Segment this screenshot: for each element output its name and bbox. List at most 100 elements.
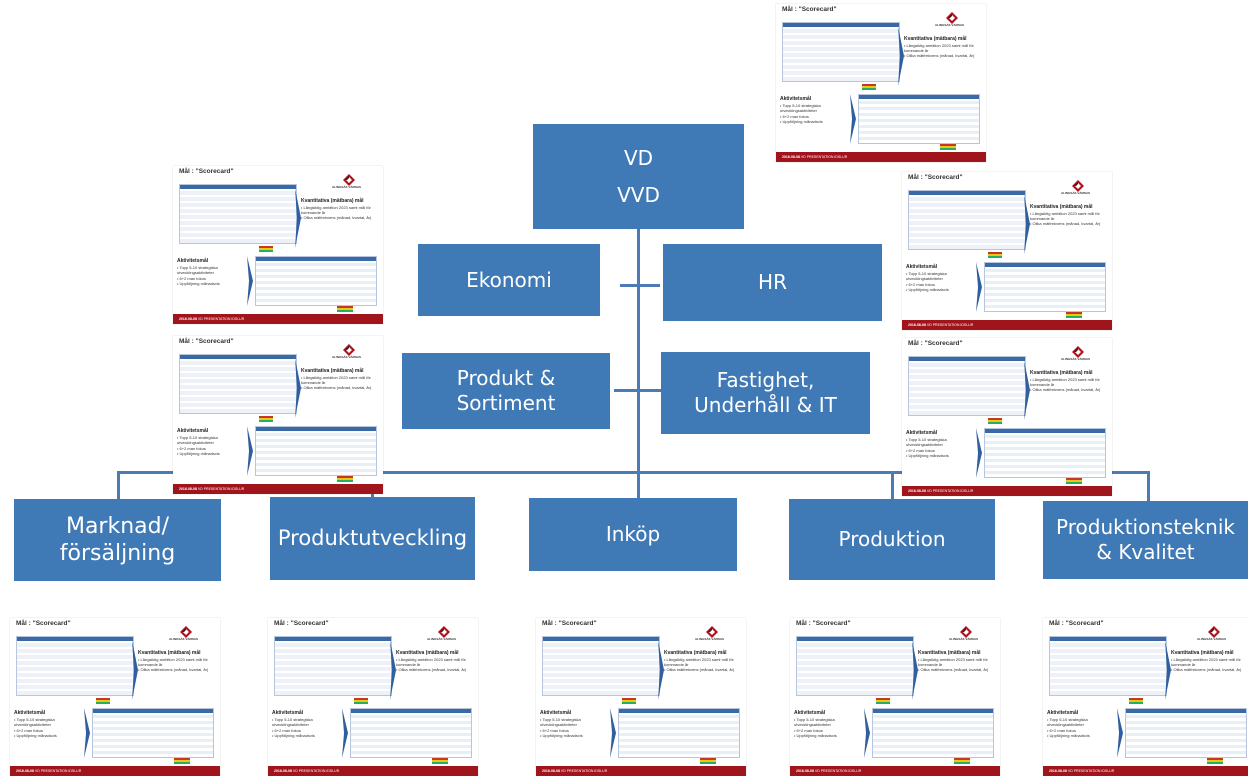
bracket-icon [390, 640, 396, 700]
bracket-icon [247, 256, 253, 306]
status-colors-icon [954, 758, 970, 764]
company-logo-icon [706, 626, 718, 638]
quant-goal-item: • Olika mätfrekvens (månad, kvartal, år) [918, 667, 989, 673]
company-logo-icon [1208, 626, 1220, 638]
connector-drop-produktionsteknik [1147, 471, 1150, 501]
quant-goals-list: • Långsiktig ambition 2023 samt mål för … [1030, 377, 1110, 393]
bracket-icon [850, 94, 856, 144]
activity-goal-item: • 6+2 man fokus [540, 727, 569, 733]
org-box-vd: VD VVD [533, 124, 744, 229]
vvd-label: VVD [617, 182, 660, 207]
logo-text: ALINGSÅS VÄRNAS [168, 637, 198, 641]
footer-text: VD PRESENTATION IDSLUR [34, 769, 82, 773]
quant-goals-list: • Långsiktig ambition 2023 samt mål för … [138, 657, 218, 673]
company-logo-icon [1072, 346, 1084, 358]
bracket-icon [610, 708, 616, 758]
status-colors-icon [259, 246, 273, 252]
quant-goal-item: • Långsiktig ambition 2023 samt mål för … [904, 43, 974, 54]
scorecard-thumbnail: Mål : "Scorecard" ALINGSÅS VÄRNAS Kvanti… [10, 618, 220, 776]
thumbnail-footer: 2016-08-08 VD PRESENTATION IDSLUR [536, 766, 746, 776]
bracket-icon [295, 358, 301, 418]
activity-goal-item: • Uppföljning månadsvis [780, 119, 823, 125]
thumbnail-footer: 2016-08-08 VD PRESENTATION IDSLUR [10, 766, 220, 776]
footer-text: VD PRESENTATION IDSLUR [197, 317, 245, 321]
footer-text: VD PRESENTATION IDSLUR [292, 769, 340, 773]
activity-goal-item: • 6+2 man fokus [906, 447, 935, 453]
activity-goal-item: • Topp 5-10 strategiska utvecklingsaktiv… [1047, 717, 1088, 728]
thumbnail-footer: 2016-08-08 VD PRESENTATION IDSLUR [902, 486, 1112, 496]
thumbnail-title: Mål : "Scorecard" [796, 620, 851, 627]
thumbnail-footer: 2016-08-08 VD PRESENTATION IDSLUR [1043, 766, 1248, 776]
activity-goals-title: Aktivitetsmål [1047, 710, 1079, 716]
thumbnail-footer: 2016-08-08 VD PRESENTATION IDSLUR [902, 320, 1112, 330]
activity-goal-item: • Topp 5-10 strategiska utvecklingsaktiv… [272, 717, 313, 728]
quant-goal-item: • Långsiktig ambition 2023 samt mål för … [1030, 211, 1100, 222]
activity-goals-list: • Topp 5-10 strategiska utvecklingsaktiv… [1047, 717, 1117, 739]
footer-date: 2016-08-08 [542, 769, 560, 773]
company-logo-icon [960, 626, 972, 638]
status-colors-icon [337, 476, 353, 482]
logo-text: ALINGSÅS VÄRNAS [1060, 191, 1090, 195]
footer-date: 2016-08-08 [16, 769, 34, 773]
scorecard-table [542, 636, 660, 696]
activity-goals-title: Aktivitetsmål [780, 96, 812, 102]
logo-text: ALINGSÅS VÄRNAS [331, 355, 361, 359]
quant-goal-item: • Långsiktig ambition 2023 samt mål för … [918, 657, 988, 668]
bracket-icon [864, 708, 870, 758]
quant-goal-item: • Olika mätfrekvens (månad, kvartal, år) [904, 53, 975, 59]
bracket-icon [1117, 708, 1123, 758]
quant-goal-item: • Långsiktig ambition 2023 samt mål för … [1171, 657, 1241, 668]
thumbnail-footer: 2016-08-08 VD PRESENTATION IDSLUR [268, 766, 478, 776]
activity-goal-item: • 6+2 man fokus [906, 281, 935, 287]
scorecard-table [1049, 636, 1167, 696]
bracket-icon [912, 640, 918, 700]
activity-table [984, 262, 1106, 312]
thumbnail-footer: 2016-08-08 VD PRESENTATION IDSLUR [173, 314, 383, 324]
footer-date: 2016-08-08 [274, 769, 292, 773]
scorecard-thumbnail: Mål : "Scorecard" ALINGSÅS VÄRNAS Kvanti… [173, 166, 383, 324]
quant-goals-title: Kvantitativa (mätbara) mål [904, 36, 967, 42]
thumbnail-title: Mål : "Scorecard" [542, 620, 597, 627]
status-colors-icon [174, 758, 190, 764]
quant-goal-item: • Långsiktig ambition 2023 samt mål för … [138, 657, 208, 668]
org-box-produktutveckling: Produktutveckling [270, 497, 475, 580]
logo-text: ALINGSÅS VÄRNAS [934, 23, 964, 27]
activity-goals-list: • Topp 5-10 strategiska utvecklingsaktiv… [794, 717, 864, 739]
activity-goal-item: • Uppföljning månadsvis [14, 733, 57, 739]
activity-goals-list: • Topp 5-10 strategiska utvecklingsaktiv… [780, 103, 850, 125]
footer-date: 2016-08-08 [179, 317, 197, 321]
scorecard-table [179, 184, 297, 244]
marknad-label-1: Marknad/ [65, 513, 170, 539]
ekonomi-label: Ekonomi [466, 267, 552, 292]
footer-text: VD PRESENTATION IDSLUR [197, 487, 245, 491]
scorecard-thumbnail: Mål : "Scorecard" ALINGSÅS VÄRNAS Kvanti… [902, 172, 1112, 330]
thumbnail-title: Mål : "Scorecard" [908, 340, 963, 347]
activity-goal-item: • Uppföljning månadsvis [272, 733, 315, 739]
activity-goals-title: Aktivitetsmål [906, 264, 938, 270]
produktion-label: Produktion [838, 527, 946, 551]
org-box-ekonomi: Ekonomi [418, 244, 600, 316]
activity-goals-title: Aktivitetsmål [177, 258, 209, 264]
activity-goal-item: • Topp 5-10 strategiska utvecklingsaktiv… [177, 265, 218, 276]
status-colors-icon [1207, 758, 1223, 764]
connector-produkt-fastighet [614, 389, 664, 392]
thumbnail-title: Mål : "Scorecard" [179, 168, 234, 175]
quant-goals-title: Kvantitativa (mätbara) mål [138, 650, 201, 656]
scorecard-table [16, 636, 134, 696]
activity-goal-item: • 6+2 man fokus [177, 275, 206, 281]
logo-text: ALINGSÅS VÄRNAS [426, 637, 456, 641]
scorecard-table [908, 190, 1026, 250]
bracket-icon [1165, 640, 1171, 700]
activity-goals-title: Aktivitetsmål [14, 710, 46, 716]
activity-goal-item: • 6+2 man fokus [14, 727, 43, 733]
scorecard-thumbnail: Mål : "Scorecard" ALINGSÅS VÄRNAS Kvanti… [1043, 618, 1248, 776]
scorecard-thumbnail: Mål : "Scorecard" ALINGSÅS VÄRNAS Kvanti… [902, 338, 1112, 496]
bracket-icon [84, 708, 90, 758]
quant-goals-list: • Långsiktig ambition 2023 samt mål för … [664, 657, 744, 673]
company-logo-icon [180, 626, 192, 638]
activity-goals-list: • Topp 5-10 strategiska utvecklingsaktiv… [177, 265, 247, 287]
quant-goal-item: • Olika mätfrekvens (månad, kvartal, år) [301, 215, 372, 221]
activity-goals-title: Aktivitetsmål [906, 430, 938, 436]
quant-goals-title: Kvantitativa (mätbara) mål [301, 198, 364, 204]
scorecard-thumbnail: Mål : "Scorecard" ALINGSÅS VÄRNAS Kvanti… [268, 618, 478, 776]
